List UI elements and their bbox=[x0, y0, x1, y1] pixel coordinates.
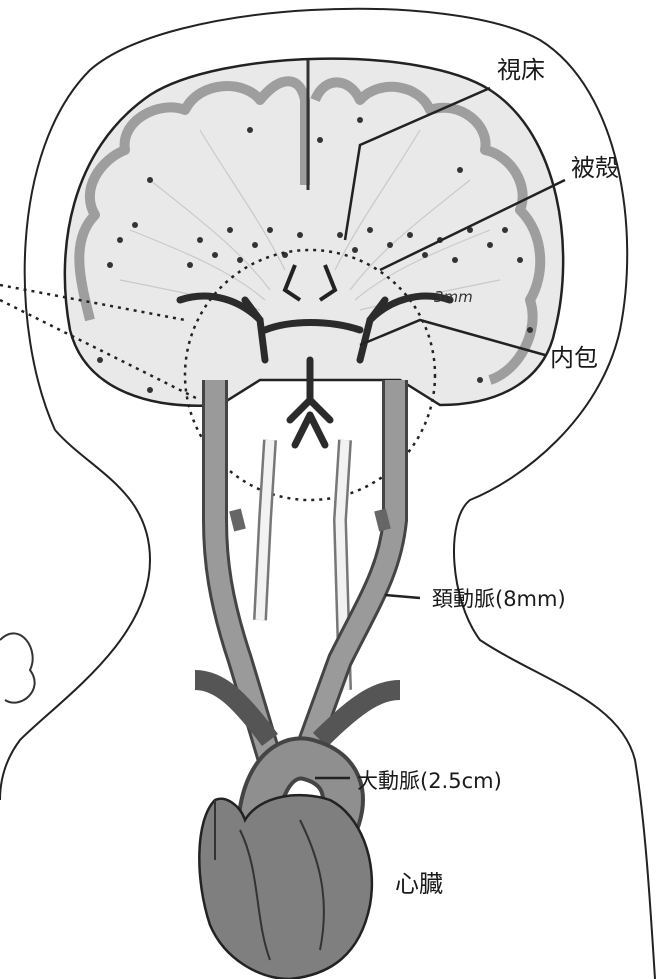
label-aorta: 大動脈(2.5cm) bbox=[357, 769, 502, 793]
label-internal-capsule: 内包 bbox=[550, 344, 598, 372]
label-3mm: 3mm bbox=[434, 288, 473, 306]
brain-section bbox=[65, 59, 563, 406]
external-carotid-left bbox=[235, 510, 240, 530]
carotid-leader bbox=[385, 595, 420, 598]
label-putamen: 被殻 bbox=[571, 154, 619, 182]
label-carotid: 頚動脈(8mm) bbox=[432, 587, 566, 611]
left-edge-shape bbox=[0, 633, 35, 702]
neck-left-outline bbox=[0, 430, 150, 800]
label-heart: 心臓 bbox=[395, 870, 443, 898]
external-carotid-right bbox=[380, 510, 385, 530]
label-thalamus: 視床 bbox=[497, 56, 545, 84]
heart bbox=[199, 795, 372, 979]
brain-outline bbox=[65, 59, 563, 406]
